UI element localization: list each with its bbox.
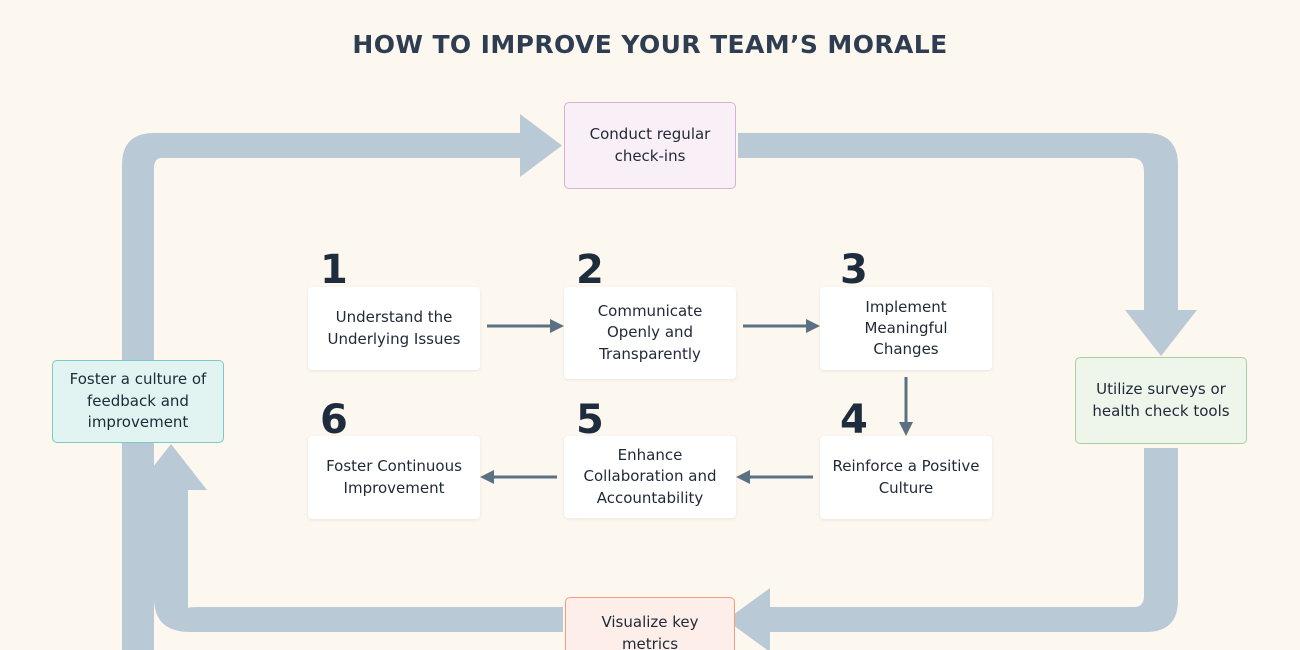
step-number-4: 4 <box>840 397 868 443</box>
step-3-label-line2: Meaningful Changes <box>864 318 948 359</box>
step-5-label-line2: Collaboration and <box>583 467 717 486</box>
accent-box-checkins-line2: check-ins <box>614 146 686 165</box>
step-6-label-line1: Foster Continuous <box>326 457 462 476</box>
step-number-2: 2 <box>576 247 604 293</box>
step-card-1[interactable]: Understand the Underlying Issues <box>308 287 480 370</box>
connector-step2-to-step3 <box>743 319 820 333</box>
step-card-3[interactable]: Implement Meaningful Changes <box>820 287 992 370</box>
step-1-label-line1: Understand the <box>335 308 453 327</box>
step-number-5: 5 <box>576 397 604 443</box>
connector-step5-to-step6 <box>480 470 557 484</box>
connector-step3-to-step4 <box>899 377 913 436</box>
accent-box-metrics-line1: Visualize key metrics <box>601 613 699 650</box>
accent-box-conduct-regular-check-ins[interactable]: Conduct regular check-ins <box>564 102 736 189</box>
step-number-3: 3 <box>840 247 868 293</box>
step-card-2[interactable]: Communicate Openly and Transparently <box>564 287 736 379</box>
connector-step4-to-step5 <box>736 470 813 484</box>
accent-box-surveys-line1: Utilize surveys or <box>1096 379 1226 398</box>
accent-box-feedback-line1: Foster a culture of <box>69 369 207 388</box>
accent-box-utilize-surveys[interactable]: Utilize surveys or health check tools <box>1075 357 1247 444</box>
accent-box-visualize-key-metrics[interactable]: Visualize key metrics in real-time <box>565 597 735 650</box>
step-card-5[interactable]: Enhance Collaboration and Accountability <box>564 436 736 518</box>
connector-step1-to-step2 <box>487 319 564 333</box>
step-number-6: 6 <box>320 397 348 443</box>
step-number-1: 1 <box>320 247 348 293</box>
step-5-label-line1: Enhance <box>617 446 683 465</box>
step-4-label-line2: Culture <box>878 478 934 497</box>
step-2-label-line2: and Transparently <box>599 323 701 363</box>
step-4-label-line1: Reinforce a Positive <box>832 457 980 476</box>
accent-box-foster-culture-of-feedback[interactable]: Foster a culture of feedback and improve… <box>52 360 224 443</box>
accent-box-checkins-line1: Conduct regular <box>589 124 711 143</box>
step-5-label-line3: Accountability <box>596 488 704 507</box>
step-3-label-line1: Implement <box>865 297 947 316</box>
step-2-label-line1: Communicate Openly <box>597 302 703 342</box>
accent-box-feedback-line3: improvement <box>87 413 189 432</box>
step-6-label-line2: Improvement <box>343 478 445 497</box>
step-card-6[interactable]: Foster Continuous Improvement <box>308 436 480 519</box>
accent-box-surveys-line2: health check tools <box>1092 401 1230 420</box>
step-1-label-line2: Underlying Issues <box>327 329 461 348</box>
step-card-4[interactable]: Reinforce a Positive Culture <box>820 436 992 519</box>
accent-box-feedback-line2: feedback and <box>87 391 189 410</box>
page-title: HOW TO IMPROVE YOUR TEAM’S MORALE <box>352 30 948 59</box>
